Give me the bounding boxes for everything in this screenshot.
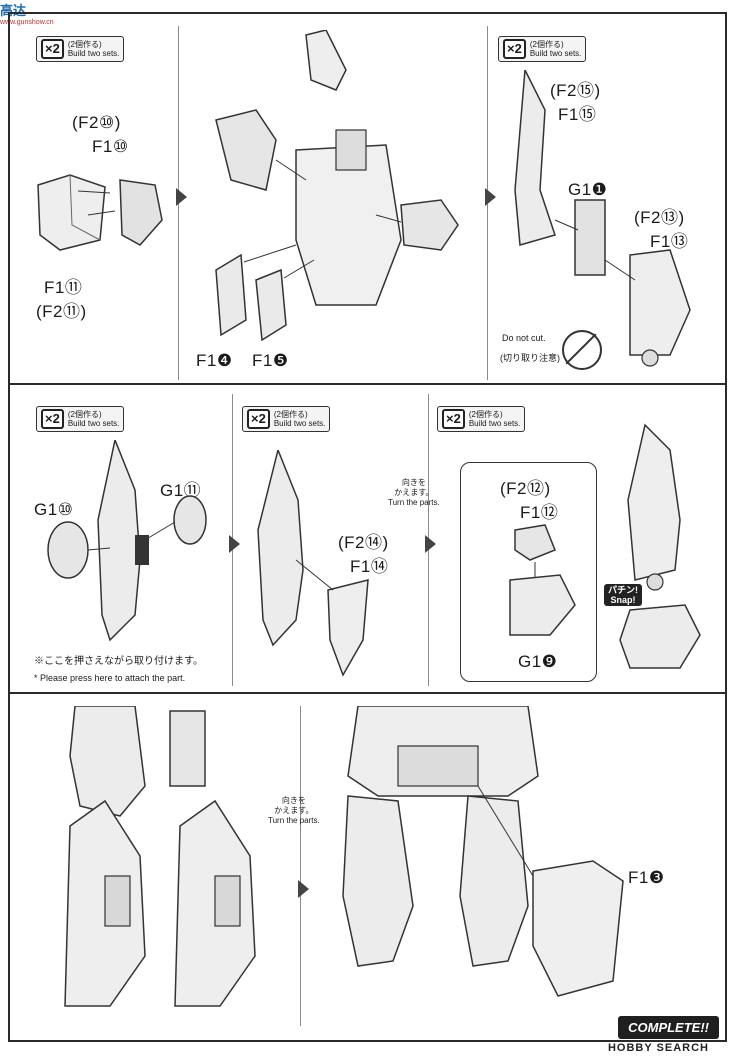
part-label: (F2⑭) [338, 533, 389, 552]
step-arrow [485, 188, 496, 206]
turn-note: 向きを かえます。 Turn the parts. [268, 796, 320, 826]
build-two-badge: ×2 (2個作る)Build two sets. [36, 36, 125, 62]
part-label: G1⑪ [160, 481, 202, 500]
turn-note: 向きを かえます。 Turn the parts. [388, 478, 440, 508]
badge-en: Build two sets. [67, 49, 120, 58]
step-arrow [229, 535, 240, 553]
shoulder-armor-illustration [37, 174, 163, 251]
step-arrow [176, 188, 187, 206]
badge-jp: (2個作る) [273, 410, 308, 419]
part-label: (F2⑪) [36, 302, 87, 321]
part-label: F1⑬ [650, 232, 689, 251]
row-divider-2 [8, 692, 727, 694]
badge-jp: (2個作る) [67, 410, 102, 419]
part-label: (F2⑮) [550, 81, 601, 100]
complete-banner: COMPLETE!! [618, 1016, 719, 1039]
part-label: F1⑫ [520, 503, 559, 522]
x2-label: ×2 [41, 39, 64, 59]
badge-en: Build two sets. [529, 49, 582, 58]
part-label: F1❹ [196, 351, 233, 370]
x2-label: ×2 [247, 409, 270, 429]
inset-panel [460, 462, 597, 682]
part-label: G1❾ [518, 652, 558, 671]
build-two-badge: ×2 (2個作る)Build two sets. [36, 406, 125, 432]
press-note-jp: ※ここを押さえながら取り付けます。 [34, 656, 203, 667]
turn-en: Turn the parts. [268, 816, 320, 825]
turn-jp-1: 向きを [401, 478, 426, 487]
snap-callout: パチン! Snap! [604, 584, 642, 606]
leg-part-illustration [47, 440, 207, 642]
turn-jp-2: かえます。 [274, 806, 314, 815]
part-label: F1⑮ [558, 105, 597, 124]
x2-label: ×2 [442, 409, 465, 429]
col-divider-5 [300, 706, 301, 1026]
x2-label: ×2 [41, 409, 64, 429]
snap-en: Snap! [610, 595, 636, 605]
turn-en: Turn the parts. [388, 498, 440, 507]
arm-fin-illustration [514, 70, 691, 367]
part-label: F1❸ [628, 868, 665, 887]
badge-jp: (2個作る) [529, 40, 564, 49]
badge-en: Build two sets. [273, 419, 326, 428]
legs-illustration [64, 706, 256, 1007]
part-label: F1⑩ [92, 137, 129, 156]
hobby-search-watermark: HOBBY SEARCH [607, 1042, 709, 1054]
part-label: G1❶ [568, 180, 608, 199]
part-label: (F2⑫) [500, 479, 551, 498]
logo-text: 高达 [0, 3, 27, 18]
badge-en: Build two sets. [67, 419, 120, 428]
do-not-cut-note-en: Do not cut. [502, 333, 546, 343]
torso-assembly-illustration [215, 30, 459, 342]
badge-en: Build two sets. [468, 419, 521, 428]
build-two-badge: ×2 (2個作る)Build two sets. [498, 36, 587, 62]
x2-label: ×2 [503, 39, 526, 59]
leg-armor-illustration [257, 450, 369, 677]
turn-jp-2: かえます。 [394, 488, 434, 497]
turn-jp-1: 向きを [281, 796, 306, 805]
do-not-cut-icon [562, 330, 602, 370]
press-note-en: * Please press here to attach the part. [34, 673, 186, 683]
part-label: (F2⑩) [72, 113, 121, 132]
row-divider-1 [8, 383, 727, 385]
part-label: G1⑩ [34, 500, 74, 519]
step-arrow [298, 880, 309, 898]
build-two-badge: ×2 (2個作る)Build two sets. [437, 406, 526, 432]
snap-jp: パチン! [608, 585, 638, 595]
part-label: F1❺ [252, 351, 289, 370]
part-label: F1⑪ [44, 278, 83, 297]
instruction-frame [8, 12, 727, 1042]
part-label: (F2⑬) [634, 208, 685, 227]
do-not-cut-note-jp: (切り取り注意) [500, 353, 560, 363]
badge-jp: (2個作る) [468, 410, 503, 419]
step-arrow [425, 535, 436, 553]
logo-url: www.gunshow.cn [0, 19, 54, 26]
site-logo: 高达 www.gunshow.cn [0, 0, 54, 26]
build-two-badge: ×2 (2個作る)Build two sets. [242, 406, 331, 432]
foot-assembly-illustration [509, 423, 701, 669]
part-label: F1⑭ [350, 557, 389, 576]
lower-body-illustration [342, 706, 624, 997]
badge-jp: (2個作る) [67, 40, 102, 49]
